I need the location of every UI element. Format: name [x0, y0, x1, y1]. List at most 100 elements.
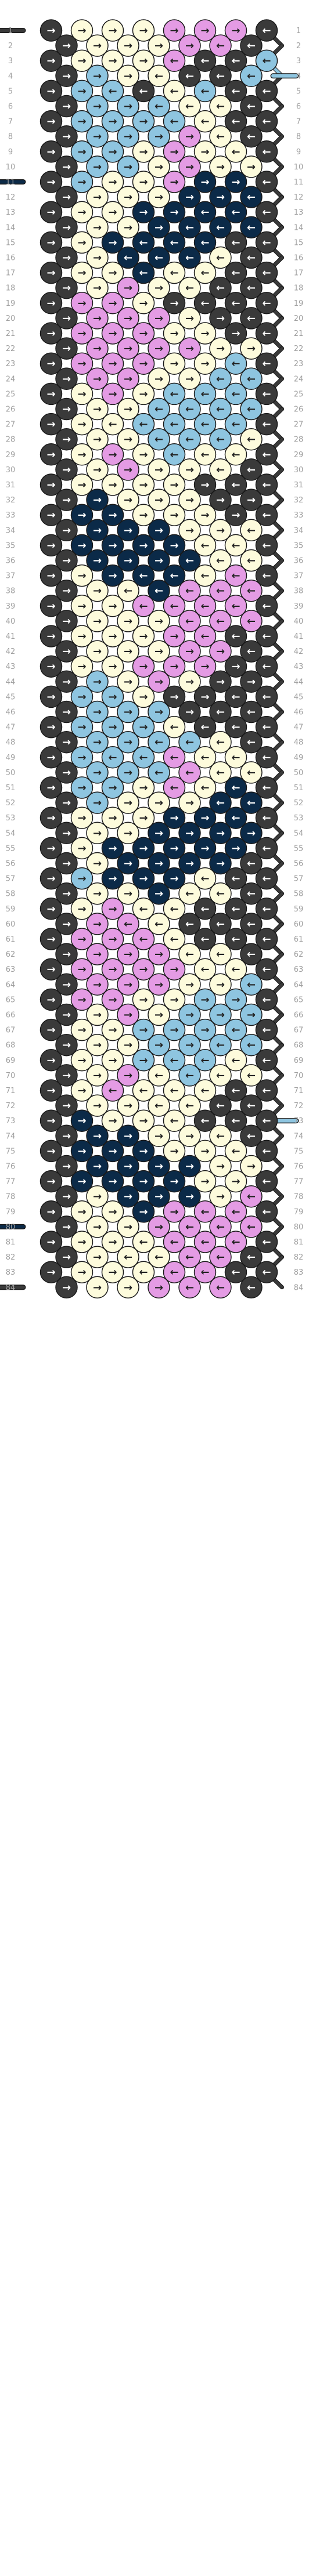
- backward-arrow-icon: ←: [216, 706, 225, 718]
- backward-arrow-icon: ←: [262, 691, 271, 703]
- forward-arrow-icon: →: [124, 70, 132, 82]
- backward-arrow-icon: ←: [200, 600, 209, 612]
- forward-arrow-icon: →: [139, 1206, 148, 1218]
- forward-arrow-icon: →: [139, 721, 148, 733]
- forward-arrow-icon: →: [185, 464, 194, 476]
- row-number-right: 22: [294, 345, 304, 353]
- row-number-right: 79: [294, 1208, 304, 1217]
- row-number-right: 48: [294, 739, 304, 747]
- forward-arrow-icon: →: [247, 676, 256, 688]
- forward-arrow-icon: →: [77, 1085, 86, 1097]
- forward-arrow-icon: →: [231, 842, 240, 855]
- row-number-left: 48: [6, 739, 16, 747]
- forward-arrow-icon: →: [124, 979, 132, 991]
- forward-arrow-icon: →: [154, 282, 163, 294]
- row-number-left: 78: [6, 1193, 16, 1202]
- forward-arrow-icon: →: [124, 312, 132, 324]
- backward-arrow-icon: ←: [262, 1145, 271, 1157]
- forward-arrow-icon: →: [62, 1130, 71, 1142]
- forward-arrow-icon: →: [124, 858, 132, 870]
- forward-arrow-icon: →: [139, 994, 148, 1006]
- forward-arrow-icon: →: [62, 161, 71, 173]
- forward-arrow-icon: →: [93, 706, 102, 718]
- backward-arrow-icon: ←: [231, 1267, 240, 1279]
- backward-arrow-icon: ←: [262, 418, 271, 430]
- forward-arrow-icon: →: [200, 509, 209, 522]
- knot-grid: → → → → → → → ← → → → → → ← ← → → → → ← ← ← ← → → → ← ← ← ← → → ← ← ← ← ← ← → →…: [39, 19, 278, 1299]
- forward-arrow-icon: →: [77, 237, 86, 249]
- backward-arrow-icon: ←: [262, 1236, 271, 1249]
- backward-arrow-icon: ←: [200, 570, 209, 582]
- forward-arrow-icon: →: [216, 494, 225, 506]
- forward-arrow-icon: →: [124, 1069, 132, 1081]
- row-number-left: 30: [6, 466, 16, 475]
- backward-arrow-icon: ←: [262, 85, 271, 97]
- backward-arrow-icon: ←: [139, 85, 148, 97]
- forward-arrow-icon: →: [154, 858, 163, 870]
- forward-arrow-icon: →: [93, 1130, 102, 1142]
- forward-arrow-icon: →: [231, 661, 240, 673]
- forward-arrow-icon: →: [93, 1191, 102, 1203]
- forward-arrow-icon: →: [154, 979, 163, 991]
- forward-arrow-icon: →: [62, 676, 71, 688]
- forward-arrow-icon: →: [139, 297, 148, 309]
- backward-arrow-icon: ←: [170, 1054, 178, 1066]
- forward-arrow-icon: →: [185, 797, 194, 809]
- forward-arrow-icon: →: [139, 873, 148, 885]
- row-number-left: 39: [6, 602, 16, 611]
- backward-arrow-icon: ←: [231, 631, 240, 643]
- knot: →: [117, 1276, 139, 1299]
- backward-arrow-icon: ←: [200, 631, 209, 643]
- forward-arrow-icon: →: [93, 918, 102, 930]
- row-number-right: 78: [294, 1193, 304, 1202]
- forward-arrow-icon: →: [93, 464, 102, 476]
- forward-arrow-icon: →: [46, 146, 55, 158]
- forward-arrow-icon: →: [124, 403, 132, 415]
- forward-arrow-icon: →: [185, 131, 194, 143]
- row-number-right: 53: [294, 814, 304, 823]
- row-number-left: 12: [6, 193, 16, 202]
- row-number-right: 66: [294, 1011, 304, 1020]
- forward-arrow-icon: →: [139, 358, 148, 370]
- backward-arrow-icon: ←: [231, 1115, 240, 1127]
- forward-arrow-icon: →: [93, 585, 102, 597]
- row-number-right: 12: [294, 193, 304, 202]
- backward-arrow-icon: ←: [170, 388, 178, 400]
- forward-arrow-icon: →: [185, 343, 194, 355]
- forward-arrow-icon: →: [247, 1160, 256, 1173]
- backward-arrow-icon: ←: [185, 615, 194, 627]
- row-number-left: 77: [6, 1178, 16, 1186]
- backward-arrow-icon: ←: [139, 903, 148, 915]
- forward-arrow-icon: →: [154, 615, 163, 627]
- forward-arrow-icon: →: [154, 1221, 163, 1233]
- backward-arrow-icon: ←: [154, 433, 163, 446]
- row-number-right: 84: [294, 1283, 304, 1292]
- forward-arrow-icon: →: [124, 888, 132, 900]
- backward-arrow-icon: ←: [185, 222, 194, 234]
- forward-arrow-icon: →: [200, 479, 209, 491]
- forward-arrow-icon: →: [93, 1100, 102, 1112]
- row-number-right: 3: [296, 57, 301, 66]
- row-number-left: 33: [6, 511, 16, 520]
- backward-arrow-icon: ←: [185, 888, 194, 900]
- row-number-left: 27: [6, 421, 16, 429]
- row-number-left: 5: [8, 87, 13, 96]
- backward-arrow-icon: ←: [262, 267, 271, 279]
- forward-arrow-icon: →: [46, 25, 55, 37]
- row-number-right: 28: [294, 436, 304, 444]
- forward-arrow-icon: →: [154, 646, 163, 658]
- backward-arrow-icon: ←: [185, 403, 194, 415]
- row-number-right: 8: [296, 133, 301, 142]
- backward-arrow-icon: ←: [231, 691, 240, 703]
- backward-arrow-icon: ←: [247, 373, 256, 385]
- forward-arrow-icon: →: [124, 373, 132, 385]
- backward-arrow-icon: ←: [154, 736, 163, 748]
- row-number-right: 55: [294, 844, 304, 853]
- backward-arrow-icon: ←: [262, 1054, 271, 1066]
- backward-arrow-icon: ←: [170, 721, 178, 733]
- row-number-right: 57: [294, 875, 304, 884]
- row-number-right: 54: [294, 829, 304, 838]
- forward-arrow-icon: →: [77, 1267, 86, 1279]
- backward-arrow-icon: ←: [200, 873, 209, 885]
- row-number-right: 5: [296, 87, 301, 96]
